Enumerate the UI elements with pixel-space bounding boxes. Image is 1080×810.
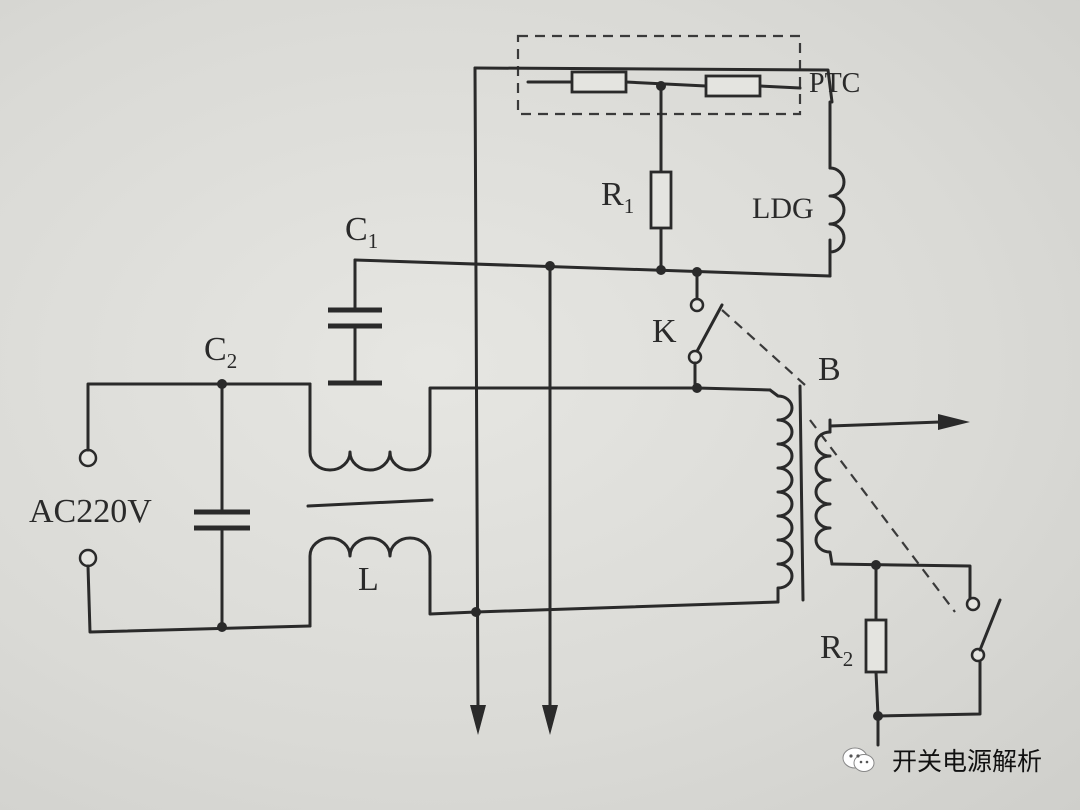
k-contact-top [689, 297, 705, 313]
label-ldg: LDG [752, 192, 814, 225]
ldg-coil [828, 166, 846, 278]
label-k: K [652, 313, 677, 350]
choke-upper-winding [308, 382, 772, 472]
left-bus-junction [471, 607, 481, 617]
switch2-contact-bottom [970, 647, 986, 663]
label-r1: R1 [601, 176, 634, 218]
ptc-internal-wire [526, 80, 802, 90]
k-contact-bottom [687, 349, 703, 365]
r2-resistor [864, 618, 888, 674]
mechanical-link [721, 309, 956, 613]
r1-resistor [649, 170, 673, 230]
ptc-top-wire [473, 66, 834, 104]
switch2-blade [978, 598, 1002, 652]
choke-core [306, 498, 434, 508]
choke-lower-winding [308, 536, 780, 628]
k-junction [692, 383, 702, 393]
transformer-secondary [814, 418, 834, 566]
right-down-arrow [542, 705, 558, 735]
k-blade [693, 303, 724, 357]
label-ac: AC220V [29, 493, 152, 530]
transformer-core [798, 384, 805, 602]
label-r2: R2 [820, 629, 853, 671]
c1-bus-wire [353, 258, 832, 278]
label-ptc: PTC [809, 68, 860, 99]
label-c1: C1 [345, 211, 378, 253]
label-b: B [818, 351, 841, 388]
switch2-contact-top [965, 596, 981, 612]
bus-junction-2 [656, 265, 666, 275]
output-arrow-wire [828, 420, 942, 434]
wechat-icon [842, 747, 875, 772]
transformer-primary [768, 388, 794, 604]
ptc-resistor-2 [704, 74, 762, 98]
watermark-text: 开关电源解析 [891, 747, 1042, 776]
left-down-arrow [470, 705, 486, 735]
r2-wire [874, 563, 880, 718]
ac-terminal-top [78, 448, 98, 468]
ac-bottom-wire [86, 564, 312, 634]
secondary-bottom-wire [830, 562, 972, 602]
ptc-enclosure [516, 34, 802, 116]
ac-terminal-bottom [78, 548, 98, 568]
label-c2: C2 [204, 331, 237, 373]
switch2-bottom-wire [876, 658, 982, 718]
output-arrow [938, 414, 970, 430]
label-l: L [358, 561, 379, 598]
ptc-resistor-1 [570, 70, 628, 94]
ac-top-wire [86, 382, 312, 452]
